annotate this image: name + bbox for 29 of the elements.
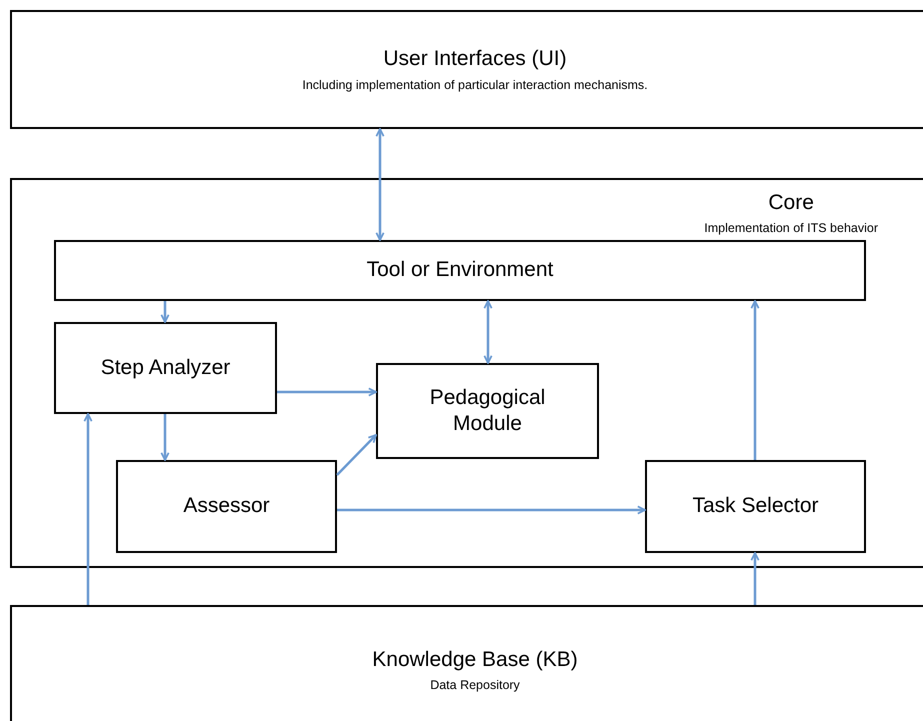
process-box	[645, 460, 866, 553]
node-title: Task Selector	[692, 493, 819, 520]
node-title: Step Analyzer	[100, 354, 230, 381]
node-title: User Interfaces (UI)	[383, 46, 567, 72]
arrow	[277, 388, 377, 396]
interface-box	[10, 10, 923, 129]
arrow	[750, 552, 760, 605]
node-subtitle: Including implementation of particular interaction mechanisms.	[302, 76, 648, 93]
arrow	[337, 506, 646, 514]
process-box	[376, 363, 599, 459]
arrow	[484, 300, 492, 364]
node-title: Core	[768, 190, 814, 216]
arrow	[336, 434, 377, 476]
arrow	[376, 128, 384, 241]
arrow	[84, 413, 92, 605]
node-title: Tool or Environment	[366, 257, 554, 284]
process-box	[116, 460, 337, 553]
node-subtitle: Implementation of ITS behavior	[704, 220, 878, 236]
node-title: Knowledge Base (KB)	[372, 646, 578, 673]
arrow	[160, 301, 170, 323]
arrow	[750, 300, 760, 460]
node-subtitle: Data Repository	[430, 677, 520, 694]
node-title: Pedagogical Module	[428, 384, 546, 437]
arrow	[160, 414, 170, 461]
process-box	[54, 240, 866, 301]
process-box	[54, 322, 277, 414]
container-box	[10, 178, 923, 568]
node-title: Assessor	[183, 493, 270, 520]
data-box	[10, 605, 923, 721]
